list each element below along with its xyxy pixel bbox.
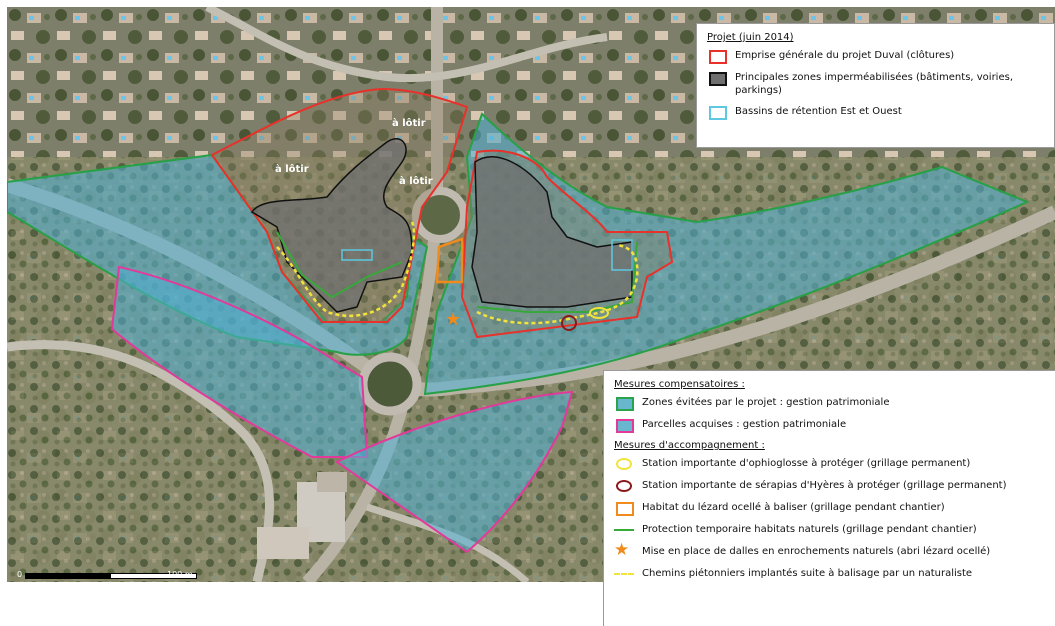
legend-item: Principales zones imperméabilisées (bâti… bbox=[707, 71, 1044, 97]
project-boundary-swatch bbox=[709, 50, 727, 64]
legend-label: Mise en place de dalles en enrochements … bbox=[642, 546, 991, 557]
lizard-habitat-swatch bbox=[616, 502, 634, 516]
scale-zero-label: 0 bbox=[17, 570, 23, 579]
footpath-west bbox=[276, 221, 416, 317]
legend-item: Station importante de sérapias d'Hyères … bbox=[614, 479, 1045, 493]
legend-item: Habitat du lézard ocellé à baliser (gril… bbox=[614, 501, 1045, 516]
impermeable-zone-east[interactable] bbox=[471, 156, 633, 308]
legend-label: Zones évitées par le projet : gestion pa… bbox=[642, 397, 890, 408]
legend-item: Bassins de rétention Est et Ouest bbox=[707, 105, 1044, 120]
legend-item: Emprise générale du projet Duval (clôtur… bbox=[707, 49, 1044, 64]
retention-basin-west[interactable] bbox=[341, 249, 373, 261]
scale-end-label: 100 m bbox=[167, 570, 193, 579]
north-road bbox=[205, 7, 608, 82]
scale-fill bbox=[26, 574, 111, 578]
acquired-parcel-south[interactable] bbox=[335, 390, 574, 554]
scale-graduation bbox=[25, 573, 197, 579]
roundabout-south bbox=[358, 352, 422, 416]
temporary-protection-west bbox=[276, 231, 403, 299]
zone-label: à lôtir bbox=[275, 163, 309, 175]
legend-label: Parcelles acquises : gestion patrimonial… bbox=[642, 419, 847, 430]
legend-project: Projet (juin 2014) Emprise générale du p… bbox=[696, 23, 1055, 148]
legend-item: Station importante d'ophioglosse à proté… bbox=[614, 457, 1045, 471]
legend-item: Zones évitées par le projet : gestion pa… bbox=[614, 396, 1045, 411]
star-icon: ★ bbox=[614, 540, 630, 560]
serapias-station[interactable] bbox=[561, 315, 577, 331]
lizard-habitat[interactable] bbox=[435, 237, 464, 284]
legend-item: Chemins piétonniers implantés suite à ba… bbox=[614, 567, 1045, 581]
zone-label: à lôtir bbox=[392, 117, 426, 129]
legend-label: Principales zones imperméabilisées (bâti… bbox=[735, 72, 1014, 96]
footpath-east bbox=[476, 243, 639, 325]
building bbox=[317, 472, 347, 492]
acquired-parcel-swatch bbox=[616, 419, 634, 433]
legend-item: Parcelles acquises : gestion patrimonial… bbox=[614, 418, 1045, 433]
legend-label: Habitat du lézard ocellé à baliser (gril… bbox=[642, 502, 945, 513]
footpath-swatch bbox=[614, 573, 634, 575]
impermeable-swatch bbox=[709, 72, 727, 86]
legend-label: Station importante d'ophioglosse à proté… bbox=[642, 458, 971, 469]
ophioglosse-swatch bbox=[616, 458, 632, 470]
rock-slab-star-icon: ★ bbox=[445, 309, 461, 330]
temporary-protection-swatch bbox=[614, 529, 634, 531]
legend-item: ★ Mise en place de dalles en enrochement… bbox=[614, 540, 1045, 560]
ophioglosse-station[interactable] bbox=[589, 307, 609, 319]
roundabout-north bbox=[412, 187, 468, 243]
retention-basin-east[interactable] bbox=[611, 239, 633, 271]
legend-measures: Mesures compensatoires : Zones évitées p… bbox=[603, 370, 1055, 626]
legend-item: Protection temporaire habitats naturels … bbox=[614, 523, 1045, 537]
building bbox=[257, 527, 309, 559]
zone-label: à lôtir bbox=[399, 175, 433, 187]
impermeable-zone-west[interactable] bbox=[250, 138, 413, 313]
retention-basin-swatch bbox=[709, 106, 727, 120]
scale-bar: 0 100 m bbox=[17, 570, 203, 582]
avoided-zone-swatch bbox=[616, 397, 634, 411]
legend-label: Station importante de sérapias d'Hyères … bbox=[642, 480, 1007, 491]
legend-label: Chemins piétonniers implantés suite à ba… bbox=[642, 568, 973, 579]
legend-title: Mesures compensatoires : bbox=[614, 379, 745, 390]
legend-label: Protection temporaire habitats naturels … bbox=[642, 524, 977, 535]
legend-title: Projet (juin 2014) bbox=[707, 32, 794, 43]
legend-label: Emprise générale du projet Duval (clôtur… bbox=[735, 50, 955, 61]
serapias-swatch bbox=[616, 480, 632, 492]
legend-label: Bassins de rétention Est et Ouest bbox=[735, 106, 902, 117]
temporary-protection-east bbox=[476, 241, 638, 313]
legend-title: Mesures d'accompagnement : bbox=[614, 440, 765, 451]
